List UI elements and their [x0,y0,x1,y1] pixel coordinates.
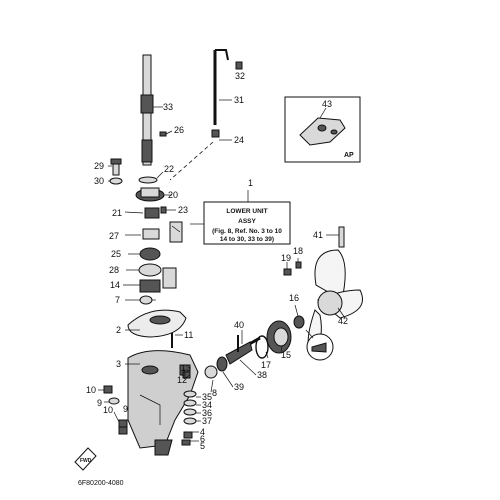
callout-9a: 9 [97,398,102,408]
lower-case [125,350,199,456]
callout-29: 29 [94,161,104,171]
callout-8: 8 [212,388,217,398]
callout-38: 38 [257,370,267,380]
callout-32: 32 [235,71,245,81]
callout-21: 21 [112,208,122,218]
callout-7: 7 [115,295,120,305]
callout-41: 41 [313,230,323,240]
callout-23: 23 [178,205,188,215]
drawing-code: 6F80200-4080 [78,480,124,487]
pin-26 [159,130,173,137]
callout-25: 25 [111,249,121,259]
info-line-4: 14 to 30, 33 to 39) [220,236,274,243]
impeller-assembly [124,206,183,243]
callout-43: 43 [322,99,332,109]
callout-19: 19 [281,253,291,263]
callout-3: 3 [116,359,121,369]
callout-24: 24 [234,135,244,145]
callout-42: 42 [338,316,348,326]
callout-30: 30 [94,176,104,186]
callout-40: 40 [234,320,244,330]
spacer [293,304,305,329]
callout-27: 27 [109,231,119,241]
callout-33: 33 [163,102,173,112]
callout-17: 17 [261,360,271,370]
info-line-3: (Fig. 8, Ref. No. 3 to 10 [212,228,282,235]
callout-6: 6 [200,434,205,444]
pump-housing [135,187,172,202]
callout-1: 1 [248,178,253,188]
impeller [128,247,161,261]
callout-11: 11 [184,330,193,340]
left-bolts [98,385,128,435]
fwd-label: FWD [80,458,92,464]
cotter-pin [305,329,334,361]
callout-15: 15 [281,350,291,360]
callout-14: 14 [110,280,120,290]
insert-cartridge [123,267,177,293]
callout-10b: 10 [103,405,113,415]
propeller-holder [266,320,292,354]
shift-rod [169,49,243,181]
drive-shaft [140,54,163,166]
outer-plate [126,263,162,277]
small-parts-stack [181,371,201,446]
seal-7 [125,295,156,305]
oring-17 [255,335,269,359]
callouts: 1 2 3 3 4 5 6 7 8 9 9 10 10 11 12 13 14 … [86,71,348,451]
callout-13: 13 [181,363,191,373]
pin-41 [326,226,345,248]
option-box-label: AP [344,152,354,159]
callout-36: 36 [202,408,212,418]
callout-28: 28 [109,265,119,275]
callout-4: 4 [200,427,205,437]
callout-2: 2 [116,325,121,335]
callout-16: 16 [289,293,299,303]
fwd-arrow: FWD [74,447,97,471]
o-ring [138,176,158,184]
info-line-1: LOWER UNIT [226,208,267,215]
gasket [125,309,187,338]
option-box: AP [284,96,361,163]
callout-31: 31 [234,95,244,105]
callout-37: 37 [202,416,212,426]
lower-unit-info-box: LOWER UNIT ASSY (Fig. 8, Ref. No. 3 to 1… [190,190,291,245]
callout-12: 12 [177,375,187,385]
callout-10a: 10 [86,385,96,395]
callout-20: 20 [168,190,178,200]
bolt-18-19 [283,258,302,276]
info-line-2: ASSY [238,218,256,225]
callout-22: 22 [164,164,174,174]
callout-18: 18 [293,246,303,256]
callout-26: 26 [174,125,184,135]
callout-9b: 9 [123,404,128,414]
callout-3b: 3 [181,368,186,378]
callout-5: 5 [200,441,205,451]
callout-35: 35 [202,392,212,402]
callout-39: 39 [234,382,244,392]
bolt-29 [108,158,123,185]
propeller-shaft [204,330,261,393]
callout-34: 34 [202,400,212,410]
